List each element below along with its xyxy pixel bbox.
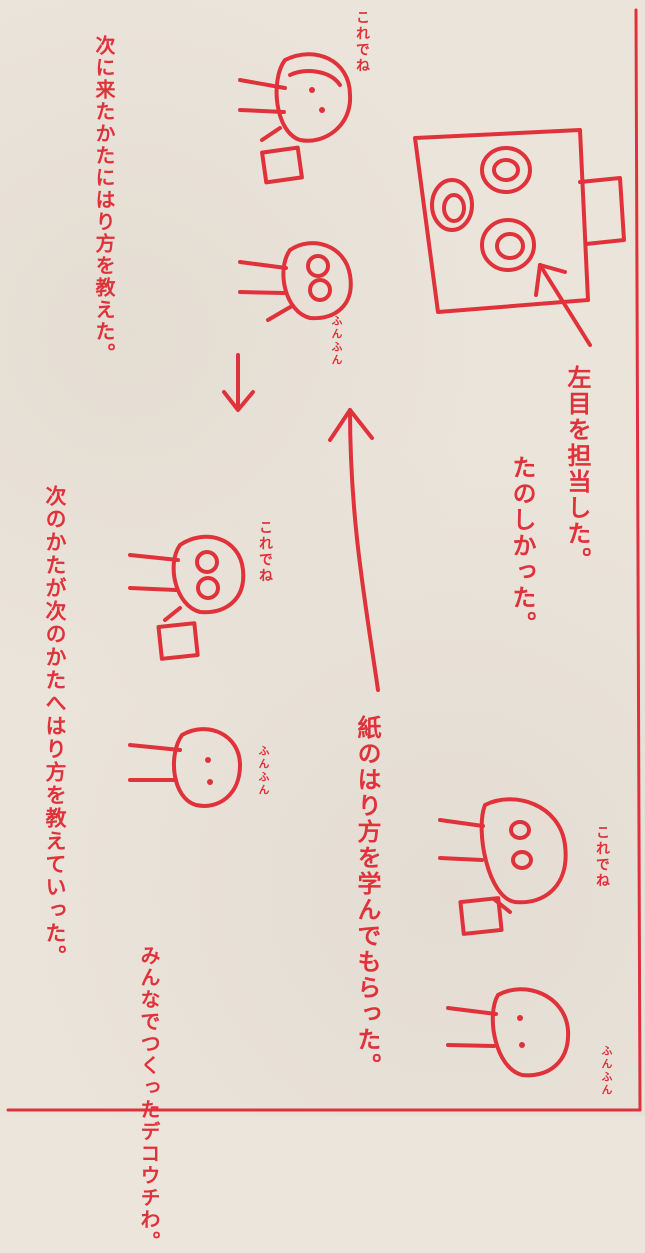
caption-fun: たのしかった。: [508, 455, 536, 637]
uchiwa-fan-drawing: [413, 128, 626, 314]
speech-korede-top: これでね: [354, 10, 370, 74]
caption-taught-next: 次のかたが次のかたへはり方を教えていった。: [43, 485, 67, 968]
caption-made-together: みんなでつくったデコウチわ。: [137, 945, 161, 1253]
person-teaching-bottom: [438, 797, 568, 936]
person-listening-bottom: [446, 987, 571, 1078]
person-glasses-top: [238, 241, 353, 322]
caption-learn: 紙のはり方を学んでもらった。: [353, 715, 381, 1079]
speech-funfun-top: ふんふん: [330, 315, 343, 367]
down-arrow: [222, 353, 255, 412]
speech-korede-middle: これでね: [257, 520, 273, 584]
right-border: [634, 8, 642, 1112]
speech-funfun-middle: ふんふん: [257, 745, 270, 797]
caption-take-role: 左目を担当した。: [563, 365, 591, 573]
caption-taught-came: 次に来たかたにはり方を教えた。: [92, 35, 116, 365]
speech-funfun-bottom: ふんふん: [600, 1045, 613, 1097]
person-teaching-top: [238, 52, 353, 185]
person-glasses-middle: [128, 534, 246, 661]
speech-korede-bottom: これでね: [594, 825, 610, 889]
person-listening-middle: [128, 727, 242, 808]
sketch-drawing: [6, 8, 642, 1112]
arrow-to-eye: [534, 263, 592, 347]
curved-arrow-up: [328, 408, 380, 692]
